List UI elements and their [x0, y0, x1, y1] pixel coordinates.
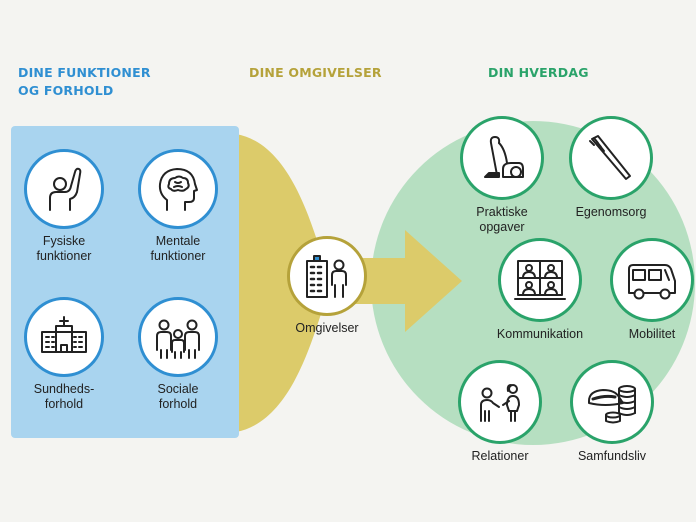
- node-circle: [24, 297, 104, 377]
- vacuum-cleaner-icon: [484, 136, 524, 178]
- node-circle: [498, 238, 582, 322]
- node-label: Sundheds- forhold: [33, 382, 95, 411]
- node-circle: [460, 116, 544, 200]
- node-social-conditions: Sociale forhold: [108, 297, 248, 412]
- node-circle: [570, 360, 654, 444]
- node-practical-tasks: Praktiske opgaver: [432, 116, 572, 235]
- node-label: Samfundsliv: [577, 449, 647, 463]
- video-call-icon: [514, 260, 566, 300]
- heading-functions: DINE FUNKTIONER OG FORHOLD: [18, 65, 151, 98]
- node-circle: [569, 116, 653, 200]
- heading-environment: DINE OMGIVELSER: [249, 65, 382, 80]
- node-circle: [138, 149, 218, 229]
- node-communication: Kommunikation: [470, 238, 610, 342]
- node-health-conditions: Sundheds- forhold: [0, 297, 134, 412]
- node-mental-functions: Mentale funktioner: [108, 149, 248, 264]
- gold-arrow: [335, 230, 462, 332]
- node-label: Mentale funktioner: [150, 234, 206, 263]
- node-mobility: Mobilitet: [582, 238, 696, 342]
- node-self-care: Egenomsorg: [541, 116, 681, 220]
- brain-head-icon: [158, 168, 198, 211]
- gold-funnel: [236, 134, 332, 432]
- cap-coins-icon: [588, 385, 636, 424]
- node-physical-functions: Fysiske funktioner: [0, 149, 134, 264]
- node-circle: [610, 238, 694, 322]
- node-environment: Omgivelser: [257, 236, 397, 336]
- raised-hand-person-icon: [49, 167, 82, 211]
- node-community-life: Samfundsliv: [542, 360, 682, 464]
- node-circle: [138, 297, 218, 377]
- node-relations: Relationer: [430, 360, 570, 464]
- node-circle: [458, 360, 542, 444]
- van-icon: [628, 264, 676, 300]
- node-circle: [287, 236, 367, 316]
- node-label: Omgivelser: [295, 321, 359, 335]
- node-label: Fysiske funktioner: [36, 234, 92, 263]
- node-circle: [24, 149, 104, 229]
- node-label: Relationer: [471, 449, 529, 463]
- node-label: Praktiske opgaver: [476, 205, 528, 234]
- group-people-icon: [156, 319, 200, 359]
- hospital-icon: [41, 316, 87, 353]
- building-person-icon: [306, 255, 347, 298]
- node-label: Kommunikation: [496, 327, 584, 341]
- node-label: Egenomsorg: [575, 205, 647, 219]
- heading-everyday: DIN HVERDAG: [488, 65, 589, 80]
- two-people-talking-icon: [480, 384, 520, 422]
- node-label: Sociale forhold: [157, 382, 199, 411]
- toothbrush-icon: [589, 135, 631, 180]
- node-label: Mobilitet: [628, 327, 676, 341]
